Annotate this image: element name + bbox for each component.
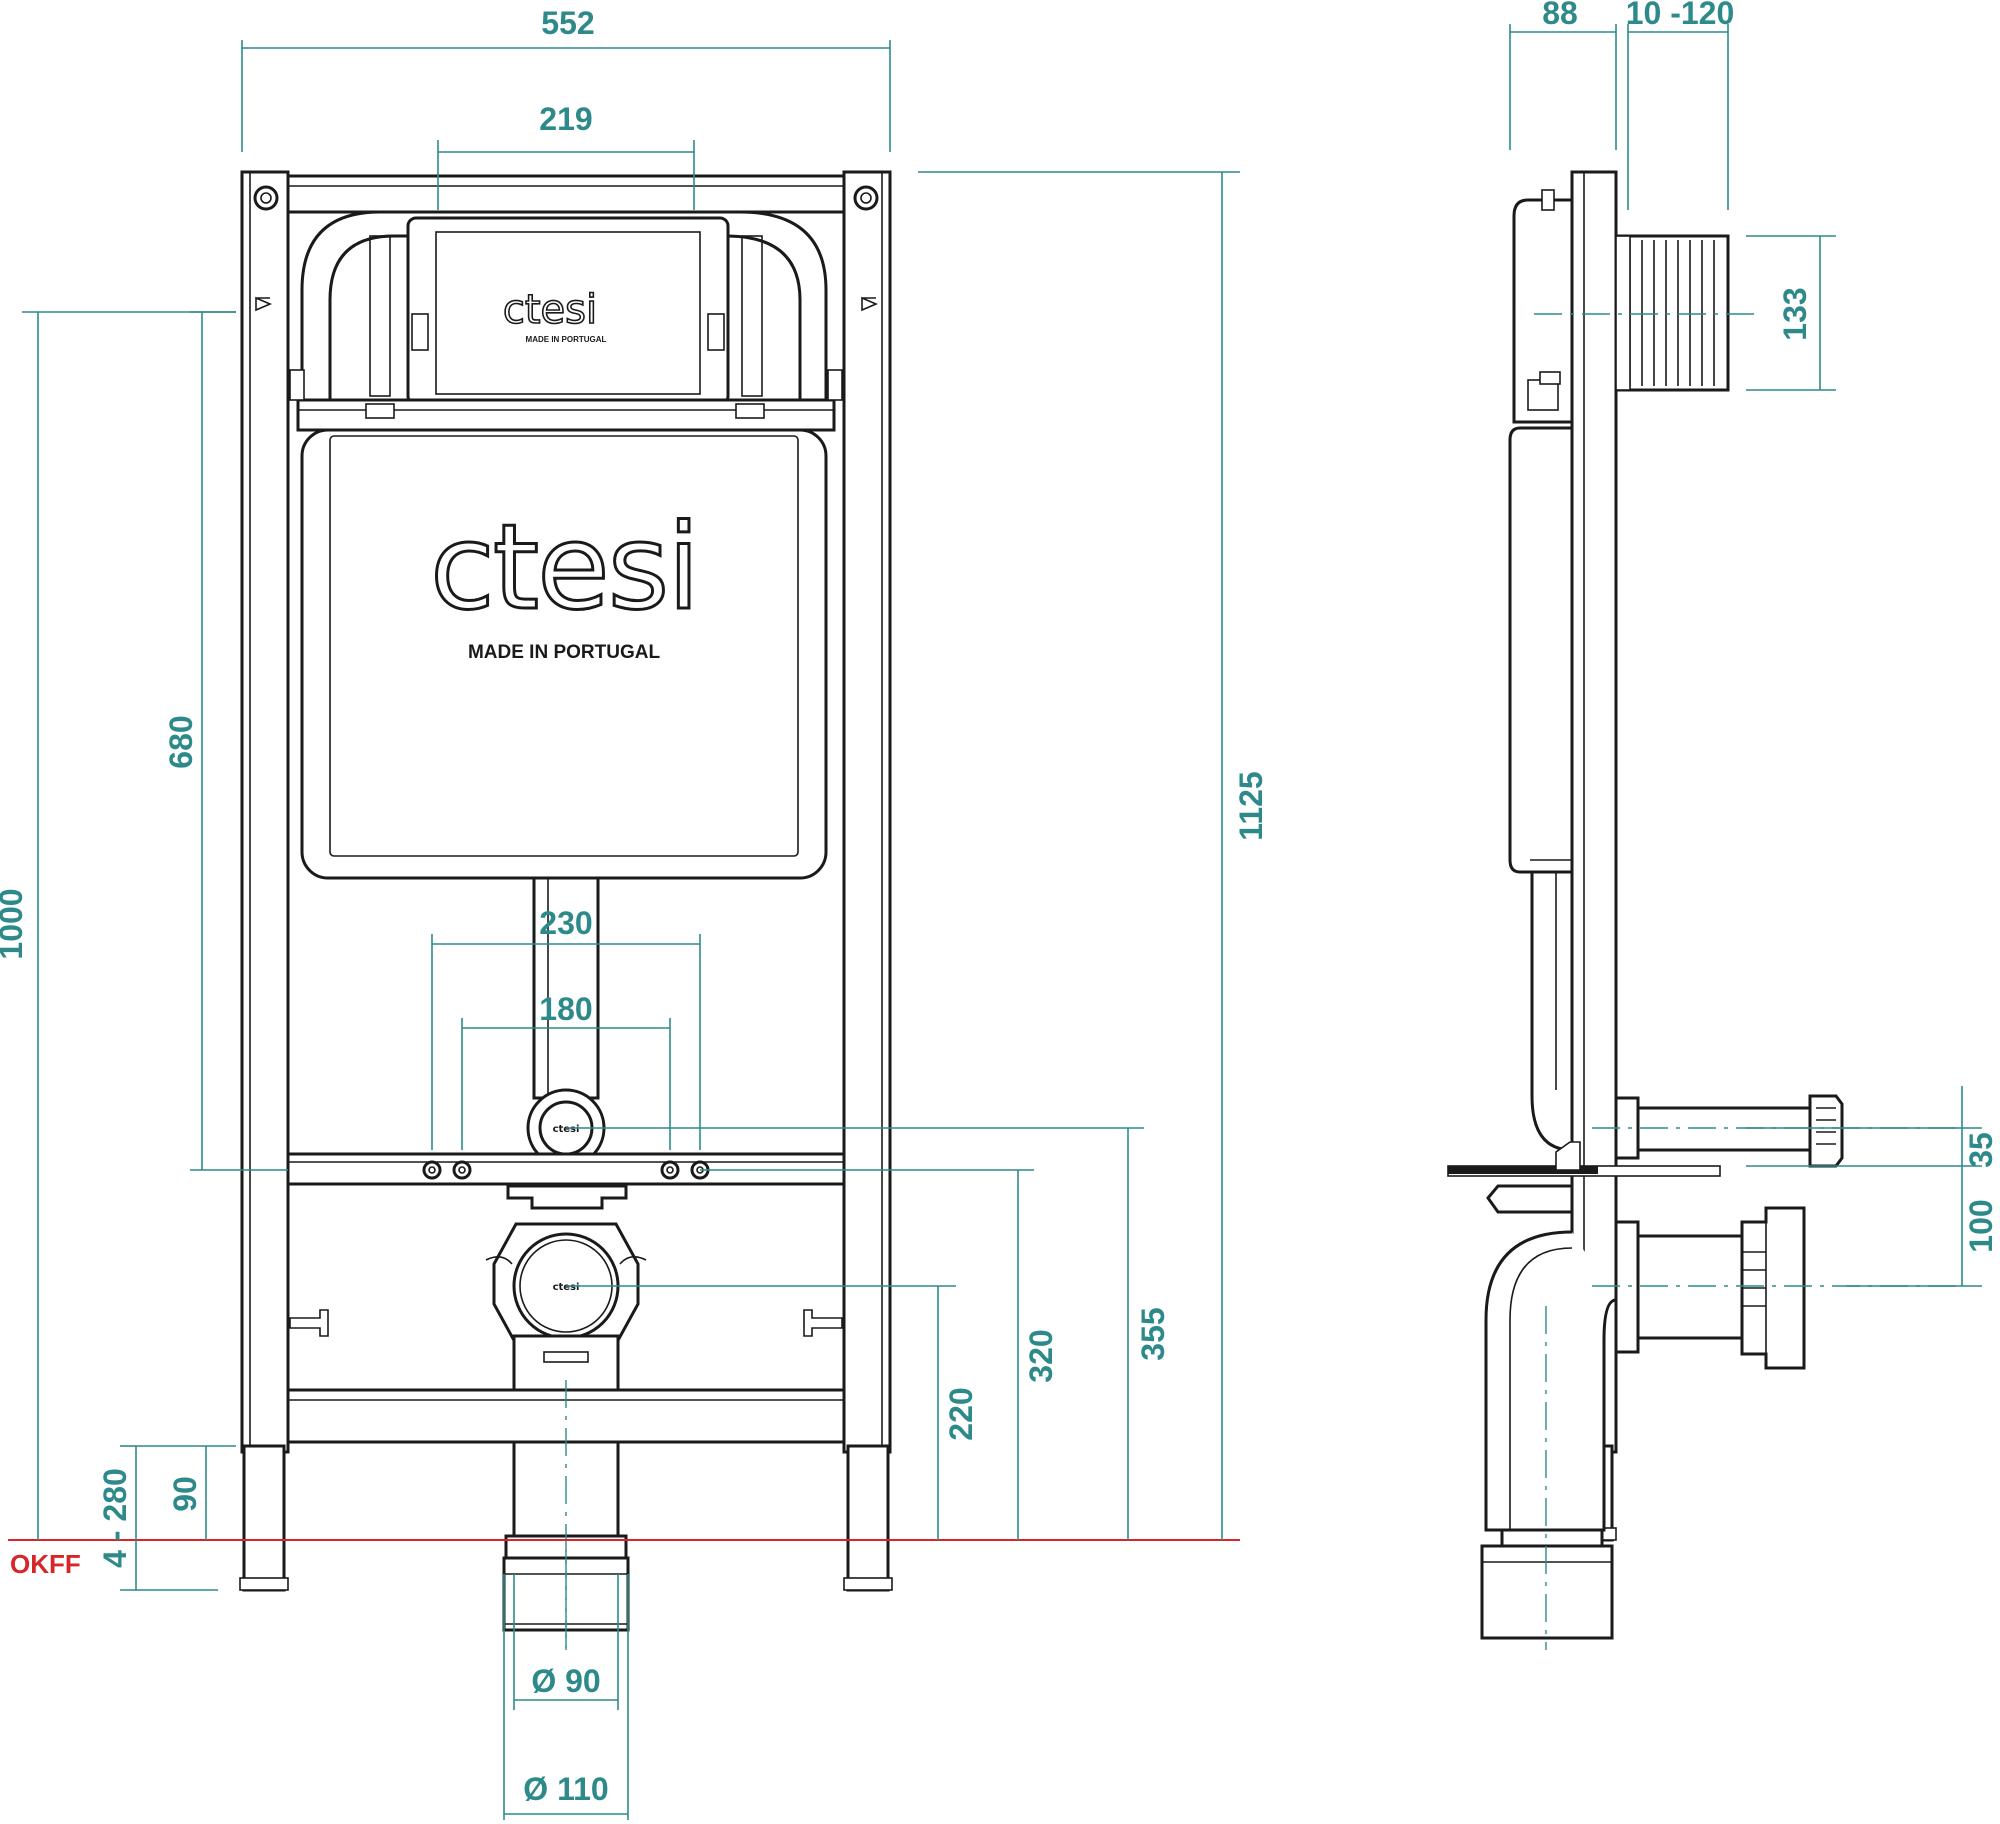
dim-inlet-133: 133 bbox=[1777, 287, 1813, 340]
mounting-hole-left bbox=[253, 185, 279, 211]
left-foot bbox=[242, 1444, 286, 1592]
dim-foot-90: 90 bbox=[167, 1476, 203, 1512]
svg-text:ctesi: ctesi bbox=[553, 1282, 580, 1293]
dim-bolts-180: 180 bbox=[539, 991, 592, 1027]
top-rail bbox=[286, 174, 846, 214]
right-frame-post bbox=[842, 170, 892, 1454]
svg-text:ctesi: ctesi bbox=[553, 1124, 580, 1135]
dim-inlet-355: 355 bbox=[1135, 1307, 1171, 1360]
front-view: ctesi MADE IN PORTUGAL ctesi MADE IN POR… bbox=[8, 170, 1240, 1650]
dim-height-1125: 1125 bbox=[1233, 771, 1269, 840]
dim-35: 35 bbox=[1963, 1132, 1999, 1168]
dim-depth-88: 88 bbox=[1542, 0, 1578, 31]
side-dimensions: 88 10 -120 133 35 100 bbox=[1509, 0, 1999, 1287]
side-view bbox=[1447, 170, 1960, 1650]
dim-width-552: 552 bbox=[541, 5, 594, 41]
dim-100: 100 bbox=[1963, 1199, 1999, 1252]
floor-label: OKFF bbox=[10, 1549, 81, 1579]
dim-drain-d90: Ø 90 bbox=[531, 1663, 600, 1699]
left-frame-post bbox=[240, 170, 290, 1454]
dim-bolts-320: 320 bbox=[1023, 1329, 1059, 1382]
cistern-overflow-loop bbox=[300, 210, 828, 400]
front-dimensions: 552 219 1125 1000 680 230 180 355 bbox=[0, 5, 1269, 1820]
dim-height-1000: 1000 bbox=[0, 888, 29, 959]
flush-downpipe bbox=[532, 876, 600, 1100]
dim-drain-220: 220 bbox=[943, 1387, 979, 1440]
side-drain-elbow bbox=[1484, 1206, 1806, 1532]
right-foot bbox=[846, 1444, 890, 1592]
origin-small: MADE IN PORTUGAL bbox=[526, 335, 607, 344]
dim-depth-adjust: 10 -120 bbox=[1626, 0, 1735, 31]
side-threaded-inlet bbox=[1614, 234, 1730, 392]
bolt-rail bbox=[286, 1152, 846, 1186]
wc-bolt-holes bbox=[422, 1160, 710, 1180]
drain-elbow: ctesi bbox=[485, 1222, 647, 1346]
dim-height-680: 680 bbox=[163, 715, 199, 768]
origin-large: MADE IN PORTUGAL bbox=[468, 642, 661, 663]
dim-foot-range: 4 - 280 bbox=[97, 1468, 133, 1568]
dim-opening-219: 219 bbox=[539, 101, 592, 137]
dim-drain-d110: Ø 110 bbox=[523, 1771, 608, 1807]
dim-bolts-230: 230 bbox=[539, 905, 592, 941]
logo-small: ctesi bbox=[503, 287, 597, 333]
side-flush-pipe bbox=[1614, 1094, 1844, 1168]
mounting-hole-right bbox=[853, 185, 879, 211]
side-cistern bbox=[1512, 198, 1574, 424]
logo-large: ctesi bbox=[430, 498, 698, 636]
